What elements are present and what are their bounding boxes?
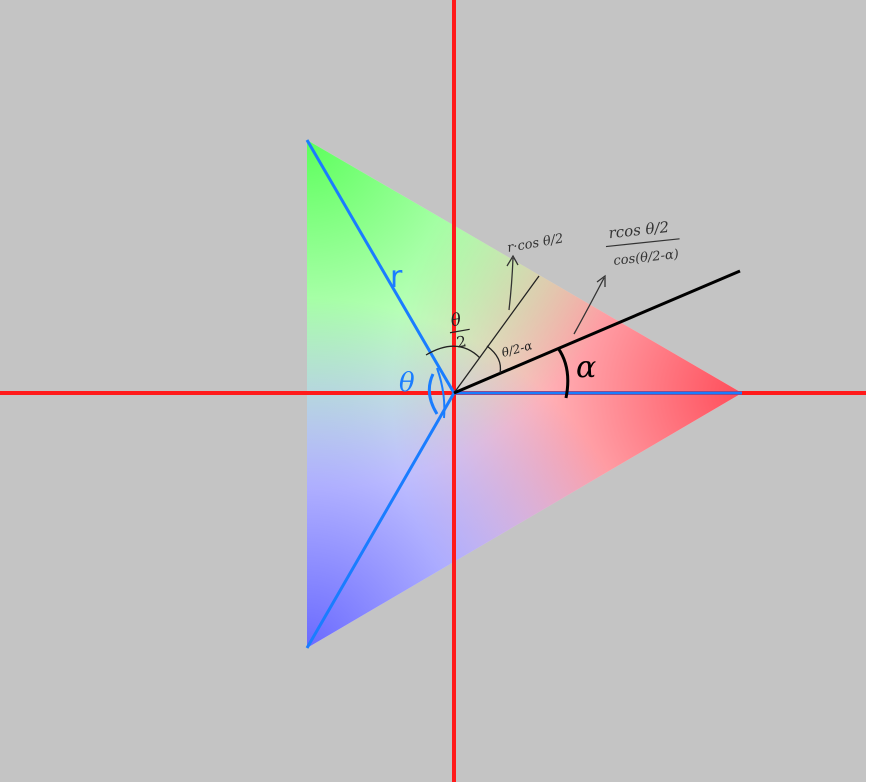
half-minus-alpha-arc (486, 345, 502, 374)
half-theta-arc (425, 345, 481, 359)
label-theta: θ (399, 368, 415, 398)
svg-text:cos(θ/2-α): cos(θ/2-α) (613, 247, 680, 269)
svg-text:θ: θ (449, 310, 463, 331)
label-alpha: α (576, 350, 596, 385)
theta-arc-inner (436, 367, 446, 419)
svg-text:rcos θ/2: rcos θ/2 (608, 218, 670, 242)
arrow-up-right-icon (573, 274, 606, 335)
alpha-arc (556, 347, 570, 399)
radius-green (305, 139, 456, 394)
radius-blue (305, 392, 456, 649)
label-r: r (390, 260, 403, 295)
label-half-theta: θ 2 (449, 310, 470, 352)
alpha-ray (453, 269, 741, 395)
label-fraction: rcos θ/2 cos(θ/2-α) (605, 218, 680, 269)
theta-arc (427, 373, 439, 415)
arrow-up-icon (506, 254, 519, 311)
label-r-cos: r·cos θ/2 (506, 231, 564, 256)
svg-text:2: 2 (455, 332, 468, 351)
bisector-line (453, 275, 540, 394)
